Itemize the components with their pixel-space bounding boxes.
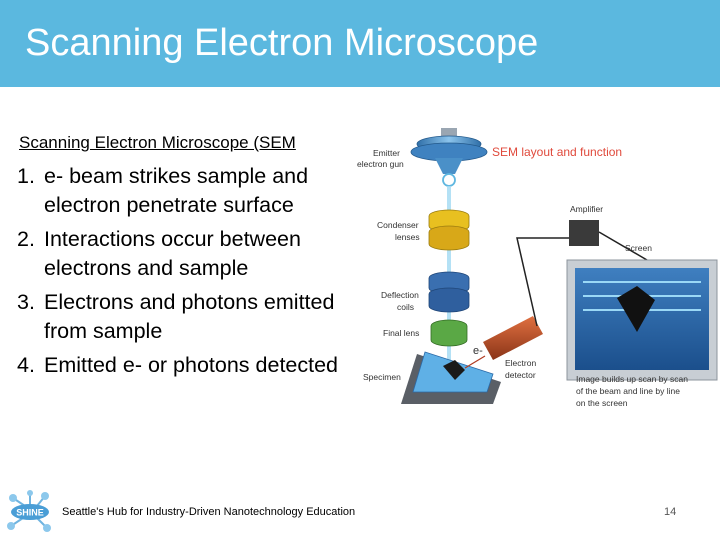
caption-line-1: Image builds up scan by scan [576, 374, 688, 384]
step-text: Electrons and photons emitted from sampl… [44, 290, 335, 343]
step-number: 2. [17, 227, 35, 251]
detector-signal-line [464, 355, 486, 369]
label-condenser-1: Condenser [377, 220, 419, 230]
screen-image [617, 286, 655, 332]
label-detector-1: Electron [505, 358, 536, 368]
step-number: 4. [17, 353, 35, 377]
slide-title: Scanning Electron Microscope [25, 22, 539, 64]
gun-tip [442, 173, 456, 187]
final-lens [430, 319, 468, 347]
condenser-lens-lower [428, 225, 470, 251]
step-number: 1. [17, 164, 35, 188]
page-number: 14 [664, 506, 677, 518]
label-final-lens: Final lens [383, 328, 419, 338]
label-deflection-2: coils [397, 302, 414, 312]
condenser-lenses [428, 209, 470, 251]
detector-wire [516, 237, 569, 327]
step-item: 1. e- beam strikes sample and electron p… [17, 162, 352, 219]
step-item: 4. Emitted e- or photons detected [17, 351, 352, 380]
specimen [443, 360, 465, 380]
title-bar: Scanning Electron Microscope [0, 0, 720, 87]
electron-detector [464, 316, 543, 369]
amplifier-box [569, 220, 599, 246]
footer-org: Seattle's Hub for Industry-Driven Nanote… [62, 506, 356, 518]
specimen-stage [401, 351, 501, 404]
deflection-coil-lower [428, 287, 470, 313]
deflection-coils [428, 271, 470, 313]
label-condenser-2: lenses [395, 232, 420, 242]
slide-subtitle: Scanning Electron Microscope (SEM [19, 133, 296, 152]
sem-diagram-svg: SEM layout and function [357, 128, 718, 408]
shine-logo-svg: SHINE [7, 490, 51, 532]
step-item: 3. Electrons and photons emitted from sa… [17, 288, 352, 345]
electron-symbol: e- [473, 345, 483, 357]
caption-line-3: on the screen [576, 398, 628, 408]
step-text: e- beam strikes sample and electron pene… [44, 164, 309, 217]
label-deflection-1: Deflection [381, 290, 419, 300]
electron-gun [410, 128, 488, 187]
label-detector-2: detector [505, 370, 536, 380]
step-number: 3. [17, 290, 35, 314]
caption-line-2: of the beam and line by line [576, 386, 680, 396]
detector-body [483, 316, 543, 360]
label-screen: Screen [625, 243, 652, 253]
label-gun-1: Emitter [373, 148, 400, 158]
display-screen [566, 259, 718, 381]
step-item: 2. Interactions occur between electrons … [17, 225, 352, 282]
label-gun-2: electron gun [357, 159, 404, 169]
label-amplifier: Amplifier [570, 204, 603, 214]
gun-nozzle [435, 158, 463, 174]
shine-logo: SHINE [5, 490, 55, 535]
label-specimen: Specimen [363, 372, 401, 382]
step-list: 1. e- beam strikes sample and electron p… [17, 162, 352, 386]
step-text: Interactions occur between electrons and… [44, 227, 301, 280]
sem-diagram: SEM layout and function [355, 120, 720, 425]
amplifier-wire [598, 231, 648, 261]
step-text: Emitted e- or photons detected [44, 353, 339, 377]
logo-text: SHINE [16, 508, 44, 518]
diagram-heading: SEM layout and function [492, 145, 622, 159]
